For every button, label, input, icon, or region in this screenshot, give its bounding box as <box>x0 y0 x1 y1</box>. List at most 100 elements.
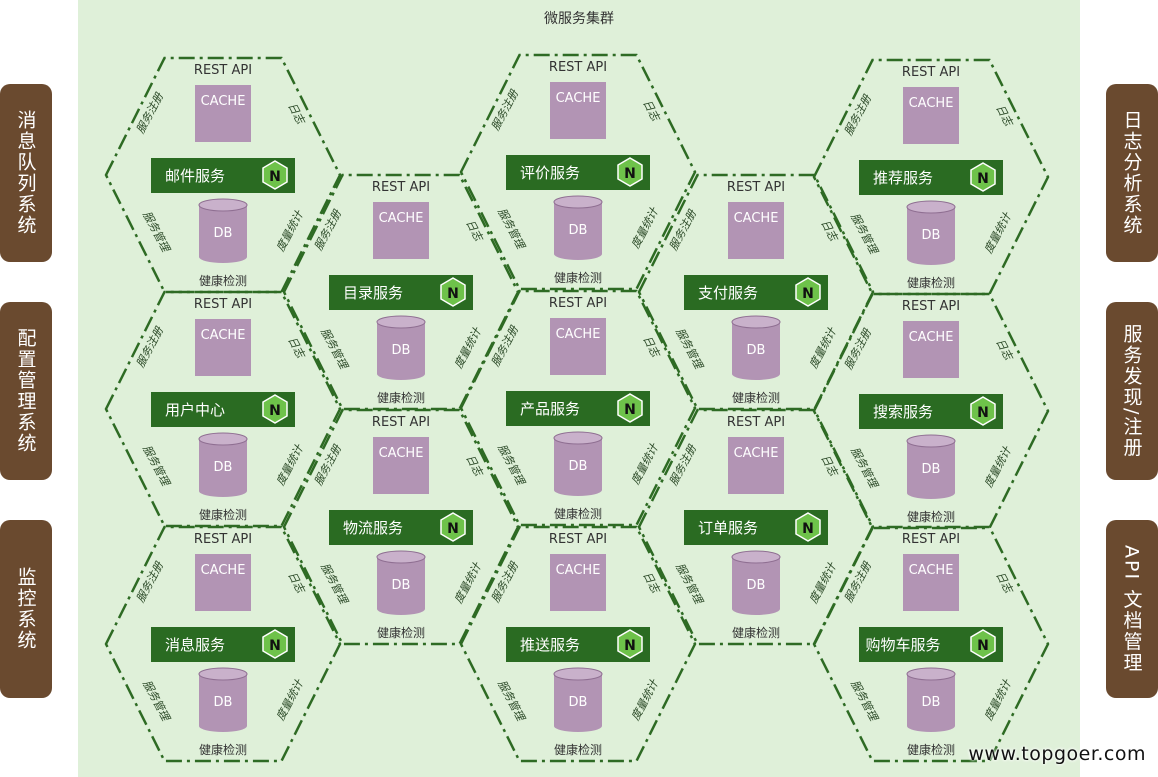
side-api-doc-management: API 文档管理 <box>1106 520 1158 698</box>
cache-box <box>195 554 251 611</box>
nginx-icon <box>440 277 466 307</box>
cache-label: CACHE <box>556 563 601 578</box>
db-icon <box>377 322 425 374</box>
metrics-label: 度量统计 <box>452 325 485 371</box>
service-mgmt-label: 服务管理 <box>673 326 706 373</box>
metrics-label: 度量统计 <box>274 442 307 488</box>
nginx-icon <box>795 512 821 542</box>
nginx-icon-letter: N <box>447 286 459 302</box>
hexagon-border <box>812 58 1050 296</box>
health-check-label: 健康检测 <box>554 270 602 285</box>
rest-api-label: REST API <box>549 60 607 75</box>
rest-api-label: REST API <box>727 415 785 430</box>
service-register-label: 服务注册 <box>489 87 522 133</box>
cache-label: CACHE <box>734 446 779 461</box>
nginx-icon-letter: N <box>802 286 814 302</box>
cache-box <box>550 554 606 611</box>
db-label: DB <box>569 459 588 474</box>
service-name: 消息服务 <box>165 636 225 654</box>
rest-api-label: REST API <box>194 63 252 78</box>
cache-box <box>195 85 251 142</box>
service-name: 订单服务 <box>698 519 758 537</box>
rest-api-label: REST API <box>902 299 960 314</box>
service-register-label: 服务注册 <box>489 323 522 369</box>
hexagon-border <box>459 525 697 763</box>
rest-api-label: REST API <box>194 532 252 547</box>
hexagon-border <box>282 408 520 646</box>
side-message-queue-system: 消息队列系统 <box>0 84 52 262</box>
health-check-label: 健康检测 <box>199 273 247 288</box>
service-register-label: 服务注册 <box>134 559 167 605</box>
db-label: DB <box>569 695 588 710</box>
db-icon-top <box>376 315 426 329</box>
cache-box <box>903 554 959 611</box>
db-icon-top <box>376 550 426 564</box>
side-log-analysis-system: 日志分析系统 <box>1106 84 1158 262</box>
db-icon <box>732 557 780 609</box>
rest-api-label: REST API <box>194 297 252 312</box>
cache-label: CACHE <box>556 327 601 342</box>
db-label: DB <box>214 460 233 475</box>
cache-label: CACHE <box>201 563 246 578</box>
service-register-label: 服务注册 <box>842 92 875 138</box>
service-name: 邮件服务 <box>165 167 225 185</box>
service-name: 产品服务 <box>520 400 580 418</box>
service-register-label: 服务注册 <box>489 559 522 605</box>
nginx-icon-letter: N <box>802 521 814 537</box>
metrics-label: 度量统计 <box>629 205 662 251</box>
health-check-label: 健康检测 <box>199 507 247 522</box>
service-name: 搜索服务 <box>873 403 933 421</box>
cache-label: CACHE <box>734 211 779 226</box>
nginx-icon-letter: N <box>977 638 989 654</box>
health-check-label: 健康检测 <box>907 742 955 757</box>
db-label: DB <box>392 578 411 593</box>
db-label: DB <box>747 578 766 593</box>
nginx-icon-letter: N <box>269 169 281 185</box>
cache-box <box>373 437 429 494</box>
hexagon-border <box>637 173 875 411</box>
side-monitoring-system: 监控系统 <box>0 520 52 698</box>
nginx-icon-letter: N <box>269 638 281 654</box>
db-icon-top <box>553 431 603 445</box>
hexagon-border <box>104 56 342 294</box>
nginx-icon-letter: N <box>977 171 989 187</box>
watermark: www.topgoer.com <box>968 743 1146 765</box>
rest-api-label: REST API <box>549 296 607 311</box>
db-label: DB <box>214 226 233 241</box>
db-icon <box>377 557 425 609</box>
service-mgmt-label: 服务管理 <box>495 206 528 253</box>
db-icon-bottom <box>377 603 425 615</box>
rest-api-label: REST API <box>372 180 430 195</box>
db-icon <box>199 439 247 491</box>
metrics-label: 度量统计 <box>629 441 662 487</box>
db-icon-bottom <box>554 248 602 260</box>
hexagon-border <box>812 525 1050 763</box>
metrics-label: 度量统计 <box>982 444 1015 490</box>
metrics-label: 度量统计 <box>274 677 307 723</box>
rest-api-label: REST API <box>902 532 960 547</box>
nginx-icon-letter: N <box>624 638 636 654</box>
cache-box <box>903 321 959 378</box>
db-icon-bottom <box>199 485 247 497</box>
cache-label: CACHE <box>379 446 424 461</box>
cache-box <box>550 82 606 139</box>
nginx-icon <box>970 396 996 426</box>
hexagon-border <box>459 289 697 527</box>
service-name: 支付服务 <box>698 284 758 302</box>
db-label: DB <box>922 228 941 243</box>
db-label: DB <box>922 695 941 710</box>
service-mgmt-label: 服务管理 <box>318 561 351 608</box>
db-label: DB <box>922 462 941 477</box>
hexagon-border <box>459 53 697 291</box>
health-check-label: 健康检测 <box>377 625 425 640</box>
metrics-label: 度量统计 <box>807 325 840 371</box>
health-check-label: 健康检测 <box>554 506 602 521</box>
cache-box <box>903 87 959 144</box>
service-register-label: 服务注册 <box>134 324 167 370</box>
cache-box <box>728 202 784 259</box>
service-name: 评价服务 <box>520 164 580 182</box>
